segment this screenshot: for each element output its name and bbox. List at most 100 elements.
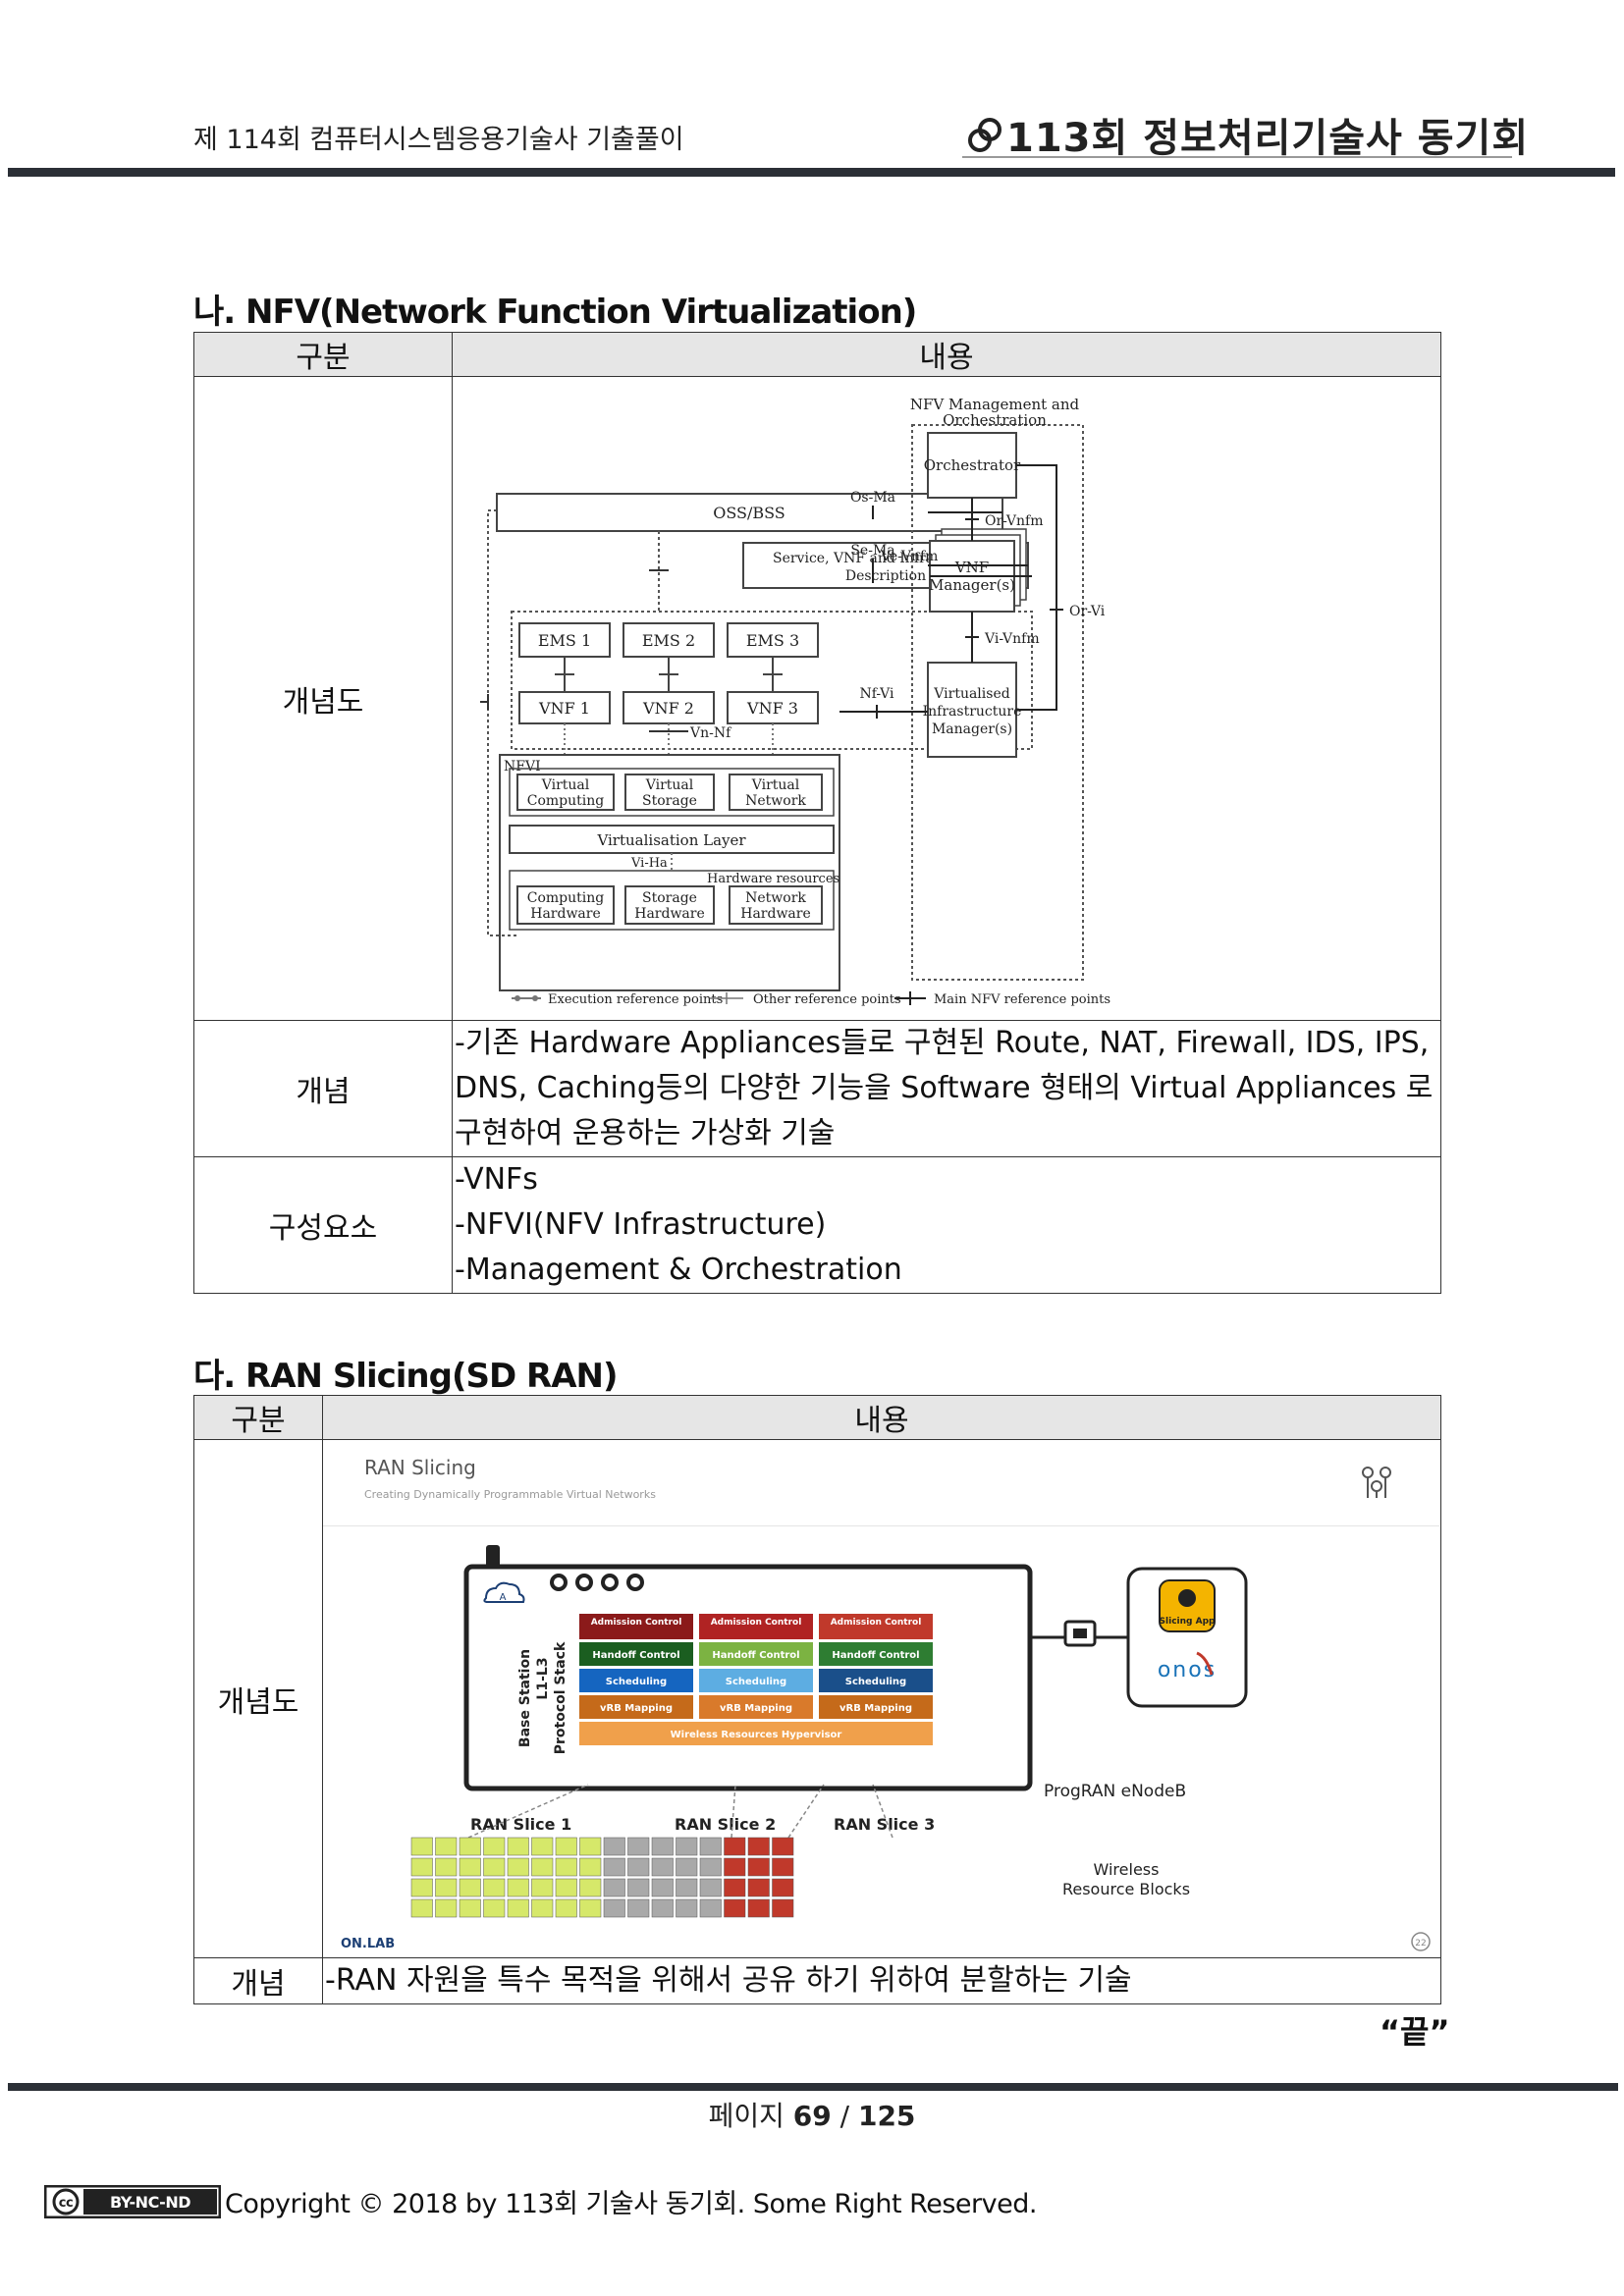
ran-slice-3-label: RAN Slice 3 [834, 1815, 935, 1834]
ref-vi-vnfm: Vi-Vnfm [984, 631, 1040, 647]
page-label: 페이지 [708, 2100, 785, 2132]
resource-block [410, 1898, 433, 1917]
nfv-concept-line-3: 구현하여 운용하는 가상화 기술 [455, 1116, 836, 1150]
nfv-col-header-category: 구분 [193, 332, 453, 377]
resource-block [724, 1837, 746, 1855]
resource-block [724, 1878, 746, 1896]
resource-block [459, 1898, 481, 1917]
resource-block [676, 1898, 698, 1917]
diagram-legend: Execution reference points Other referen… [512, 990, 1110, 1007]
nfv-row-label-diagram: 개념도 [193, 376, 453, 1021]
ems-3-label: EMS 3 [746, 631, 799, 650]
resource-block [772, 1878, 794, 1896]
ran-diagram-subtitle: Creating Dynamically Programmable Virtua… [364, 1488, 656, 1501]
status-dots [550, 1573, 644, 1591]
resource-block [724, 1898, 746, 1917]
resource-block [603, 1837, 625, 1855]
resource-block [724, 1857, 746, 1876]
resource-block [531, 1837, 554, 1855]
svg-text:cc: cc [59, 2196, 73, 2211]
vnf-manager-l2: Manager(s) [929, 576, 1015, 594]
resource-block [699, 1837, 722, 1855]
page-total: 125 [857, 2100, 916, 2132]
resource-block [531, 1857, 554, 1876]
resource-block [747, 1878, 770, 1896]
network-port-icon [1063, 1620, 1097, 1646]
resource-block [483, 1898, 506, 1917]
legend-execution: Execution reference points [548, 992, 723, 1007]
end-mark: “끝” [1380, 2013, 1450, 2051]
vim-l3: Manager(s) [932, 721, 1012, 737]
ran-concept-text: -RAN 자원을 특수 목적을 위해서 공유 하기 위하여 분할하는 기술 [322, 1957, 1441, 2004]
nfv-row-label-concept: 개념 [193, 1020, 453, 1157]
resource-block [435, 1878, 458, 1896]
legend-main: Main NFV reference points [934, 992, 1110, 1007]
scheduling-label-1: Scheduling [606, 1677, 667, 1687]
header-left-title: 제 114회 컴퓨터시스템응용기술사 기출풀이 [193, 125, 684, 155]
resource-block [747, 1857, 770, 1876]
resource-block [603, 1878, 625, 1896]
onlab-logo: ON.LAB [341, 1937, 395, 1951]
nfv-concept-line-1: -기존 Hardware Appliances들로 구현된 Route, NAT… [455, 1026, 1430, 1060]
resource-block [459, 1857, 481, 1876]
header-right-title: 113회 정보처리기술사 동기회 [967, 106, 1529, 165]
nfvi-label: NFVI [504, 759, 541, 774]
ref-or-vi: Or-Vi [1069, 604, 1106, 619]
resource-block [772, 1898, 794, 1917]
stack-label-2: L1-L3 [535, 1657, 551, 1699]
ref-vi-ha: Vi-Ha [630, 856, 668, 871]
ems-2-label: EMS 2 [642, 631, 695, 650]
link-icon [967, 116, 1002, 165]
network-hw-l2: Hardware [740, 906, 811, 922]
nfv-concept-line-2: DNS, Caching등의 다양한 기능을 Software 형태의 Virt… [455, 1071, 1434, 1105]
nfv-concept-text: -기존 Hardware Appliances들로 구현된 Route, NAT… [452, 1020, 1441, 1157]
scheduling-label-3: Scheduling [845, 1677, 906, 1687]
ran-row-label-concept: 개념 [193, 1957, 323, 2004]
stack-label-1: Base Station [517, 1648, 533, 1746]
handoff-label-2: Handoff Control [712, 1650, 799, 1661]
resource-block [435, 1898, 458, 1917]
ran-col-header-category: 구분 [193, 1395, 323, 1440]
ran-diagram-title: RAN Slicing [364, 1456, 476, 1479]
nfv-table: 구분 내용 개념도 OSS/BSS Service, VNF and Infra… [193, 332, 1441, 1294]
hypervisor-label: Wireless Resources Hypervisor [671, 1730, 842, 1740]
storage-hw-l2: Hardware [634, 906, 705, 922]
slicing-app-icon: Slicing App [1159, 1578, 1216, 1632]
resource-block [507, 1878, 529, 1896]
virtualisation-layer-label: Virtualisation Layer [596, 831, 746, 849]
resource-block [555, 1837, 577, 1855]
virtual-storage-l2: Storage [642, 793, 697, 809]
resource-block [651, 1857, 674, 1876]
legend-other: Other reference points [753, 992, 901, 1007]
vnf-3-label: VNF 3 [746, 699, 798, 718]
ref-ve-vnfm: Ve-Vnfm [880, 549, 938, 564]
settings-icon [1362, 1466, 1391, 1498]
resource-block [507, 1857, 529, 1876]
virtual-computing-l1: Virtual [541, 777, 590, 793]
resource-block [627, 1898, 650, 1917]
ref-se-ma: Se-Ma [850, 543, 894, 559]
resource-block-grid [410, 1837, 794, 1917]
resource-block [483, 1857, 506, 1876]
resource-block [699, 1857, 722, 1876]
resource-block [603, 1857, 625, 1876]
slicing-app-label: Slicing App [1160, 1617, 1216, 1627]
ran-slicing-diagram: RAN Slicing Creating Dynamically Program… [322, 1439, 1441, 1958]
wrb-label-2: Resource Blocks [1062, 1880, 1190, 1898]
vnf-1-label: VNF 1 [538, 699, 590, 718]
resource-block [579, 1878, 602, 1896]
page-current: 69 [792, 2100, 832, 2132]
resource-block [676, 1878, 698, 1896]
license-label: BY-NC-ND [110, 2193, 190, 2212]
hardware-resources-label: Hardware resources [707, 872, 839, 886]
virtual-network-l1: Virtual [751, 777, 800, 793]
header-right-text: 113회 정보처리기술사 동기회 [1006, 116, 1530, 161]
slide-page-badge: 22 [1415, 1939, 1426, 1949]
nfv-col-header-content: 내용 [452, 332, 1441, 377]
resource-block [699, 1878, 722, 1896]
resource-block [507, 1898, 529, 1917]
mano-title-l1: NFV Management and [910, 396, 1080, 413]
nfv-component-1: -VNFs [455, 1162, 538, 1197]
resource-block [435, 1857, 458, 1876]
network-hw-l1: Network [745, 890, 806, 906]
